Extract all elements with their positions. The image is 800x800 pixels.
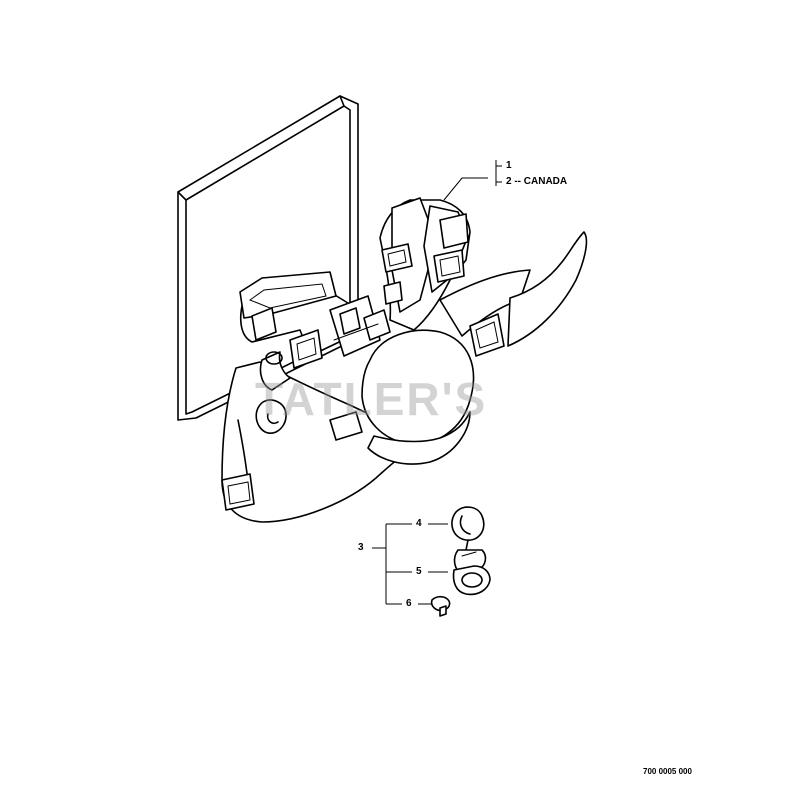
callout-leader-1-2 <box>443 160 502 201</box>
harness-body <box>221 197 588 523</box>
clip-part-5 <box>452 549 491 596</box>
drawing-number: 700 0005 000 <box>643 767 692 776</box>
callout-3: 3 <box>358 542 364 553</box>
callout-2-canada: 2 -- CANADA <box>506 176 568 187</box>
snap-ring-part-4 <box>451 506 485 551</box>
callout-6: 6 <box>406 598 412 609</box>
callout-leader-3-6 <box>372 523 448 605</box>
callout-1: 1 <box>506 160 512 171</box>
callout-4: 4 <box>416 518 422 529</box>
screw-part-6 <box>430 595 451 617</box>
callout-5: 5 <box>416 566 422 577</box>
watermark: TATLER'S <box>255 373 488 425</box>
